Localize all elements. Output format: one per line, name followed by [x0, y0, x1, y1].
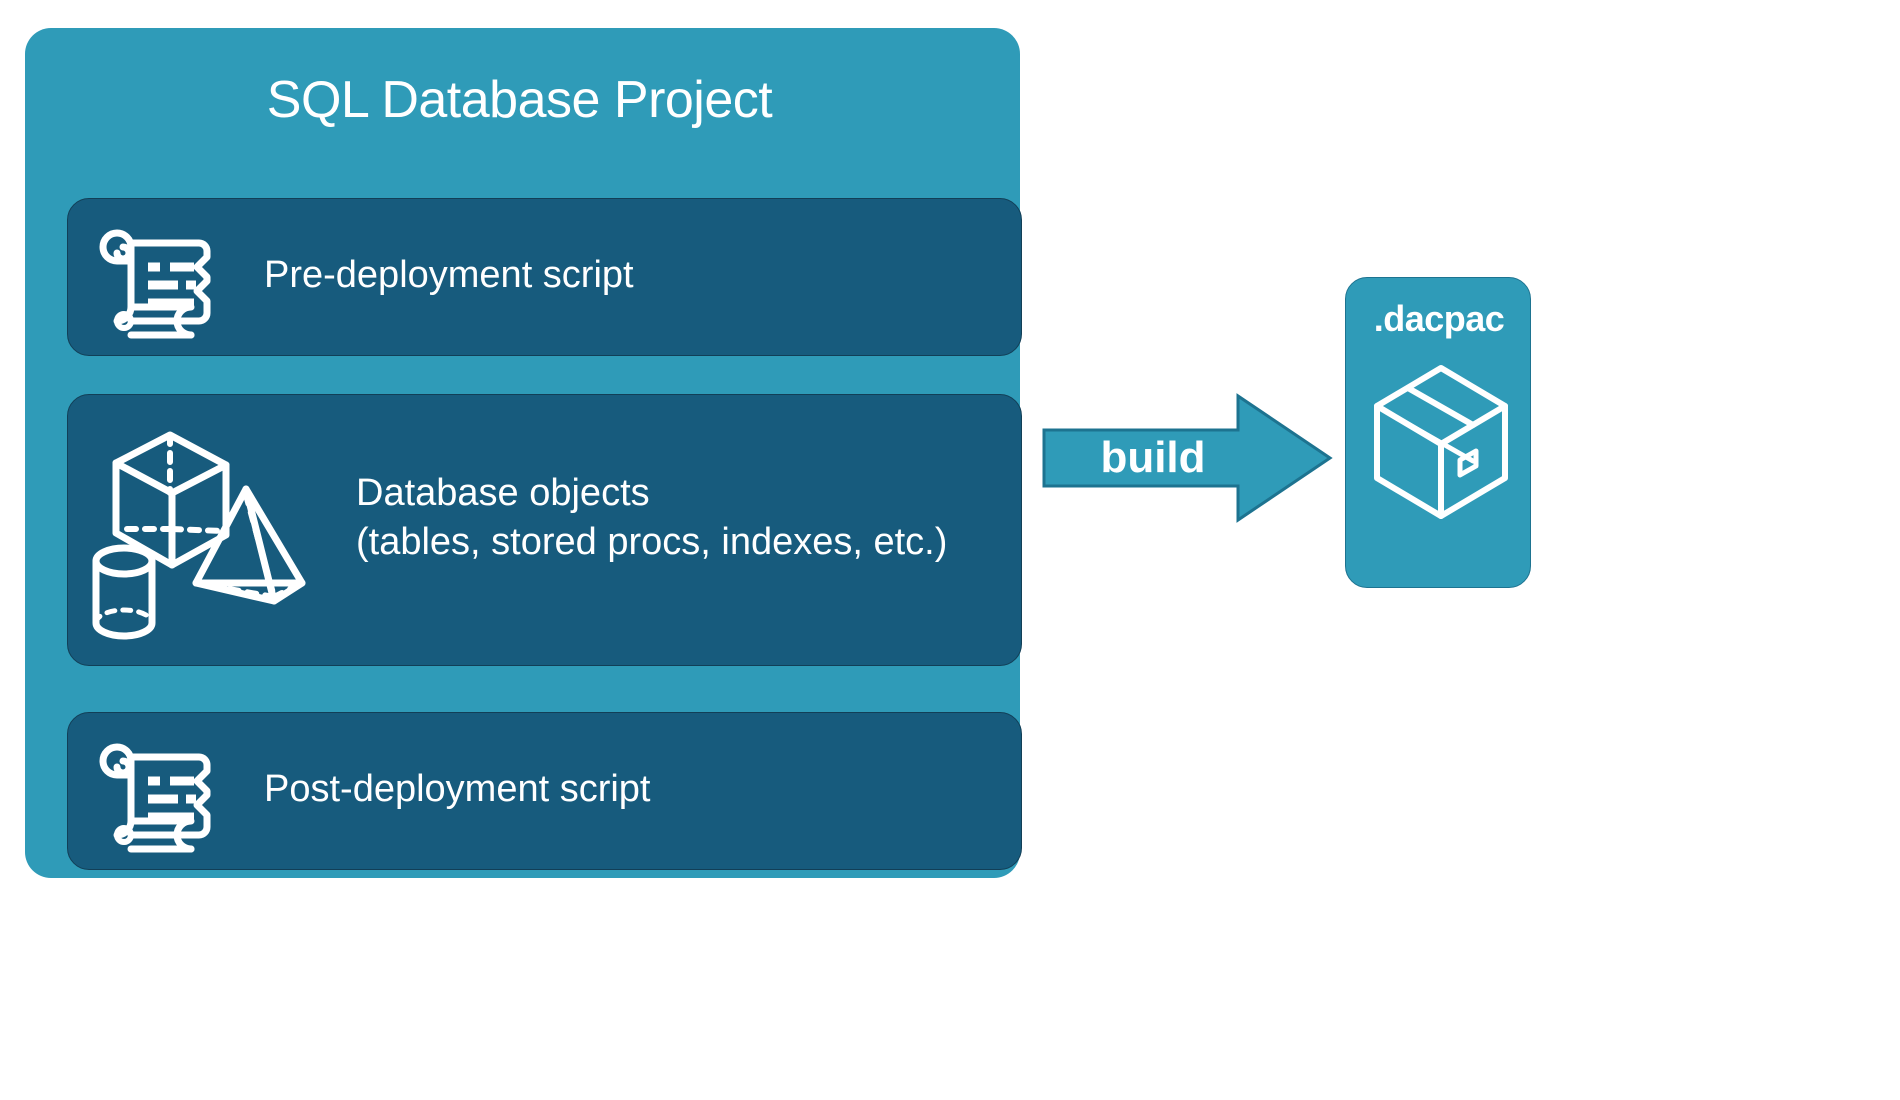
arrow-right-icon — [1042, 393, 1333, 523]
shapes-icon — [78, 411, 348, 651]
sql-database-project-card: SQL Database Project — [25, 28, 1022, 878]
item-pre-deployment-label: Pre-deployment script — [264, 254, 634, 296]
page-title: SQL Database Project — [25, 71, 1020, 129]
project-title-text: SQL Database Project — [266, 71, 773, 129]
package-box-icon — [1372, 362, 1510, 522]
item-pre-deployment[interactable]: Pre-deployment script — [67, 198, 1022, 356]
cylinder-shape — [92, 544, 156, 640]
scroll-icon — [90, 219, 240, 339]
item-post-deployment-label: Post-deployment script — [264, 768, 651, 810]
item-database-objects-label: Database objects (tables, stored procs, … — [356, 472, 948, 563]
scroll-icon — [90, 733, 240, 853]
dacpac-title: .dacpac — [1373, 298, 1505, 339]
item-database-objects[interactable]: Database objects (tables, stored procs, … — [67, 394, 1022, 666]
pyramid-shape — [192, 485, 306, 605]
cube-shape — [112, 431, 230, 569]
dacpac-output-card[interactable]: .dacpac — [1345, 277, 1531, 588]
item-post-deployment[interactable]: Post-deployment script — [67, 712, 1022, 870]
